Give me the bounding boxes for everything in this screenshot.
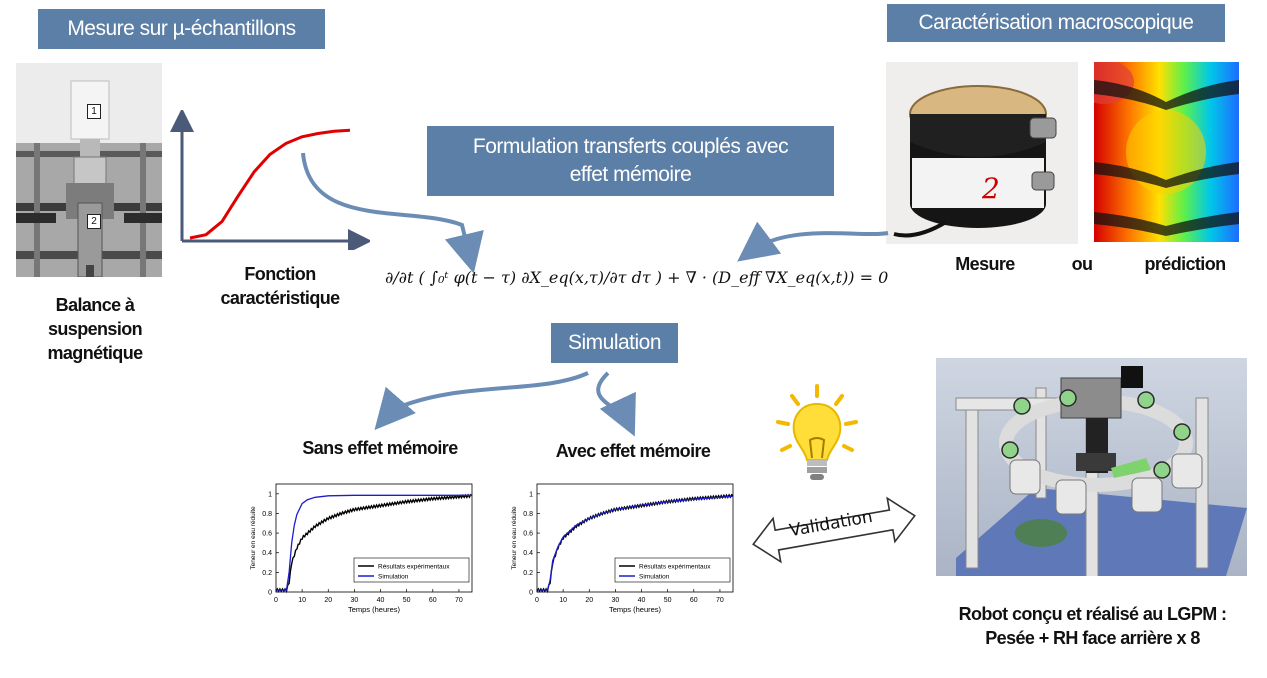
sample-label: 2 <box>982 172 1000 205</box>
x-tick-label: 0 <box>535 597 539 604</box>
validation-arrow <box>752 496 916 564</box>
series-experimental <box>275 493 473 594</box>
x-axis-label: Temps (heures) <box>348 605 401 614</box>
arrow-macro-to-equation <box>737 221 889 262</box>
robot-caption-line-2: Pesée + RH face arrière x 8 <box>985 627 1200 648</box>
robot-caption-line-1: Robot conçu et réalisé au LGPM : <box>958 604 1227 624</box>
arrow-sim-to-avec <box>596 371 636 437</box>
x-tick-label: 60 <box>690 597 698 604</box>
x-tick-label: 40 <box>377 597 385 604</box>
y-tick-label: 0.8 <box>262 511 272 518</box>
y-tick-label: 0.4 <box>262 550 272 557</box>
prediction-map <box>1074 60 1239 242</box>
plot-title-avec: Avec effet mémoire <box>555 441 711 461</box>
legend-label-experimental: Résultats expérimentaux <box>378 564 450 571</box>
x-tick-label: 30 <box>612 597 620 604</box>
fonction-caption-line-2: caractéristique <box>220 287 340 308</box>
formulation-line-1: Formulation transferts couplés avec <box>472 134 789 158</box>
banner-simulation: Simulation <box>551 323 678 363</box>
banner-macro: Caractérisation macroscopique <box>887 4 1225 42</box>
x-tick-label: 70 <box>455 597 463 604</box>
fonction-sketch <box>170 110 370 250</box>
legend-box <box>614 557 731 583</box>
fonction-caption: Fonction caractéristique <box>200 263 360 311</box>
y-tick-label: 0.2 <box>523 570 533 577</box>
fonction-curve <box>189 128 351 240</box>
y-tick-label: 0 <box>529 590 533 597</box>
banner-micro: Mesure sur µ-échantillons <box>38 9 325 49</box>
series-simulation <box>276 494 472 591</box>
balance-photo: 1 2 <box>16 63 162 278</box>
y-tick-label: 1 <box>529 491 533 498</box>
balance-caption-line-3: magnétique <box>47 342 143 363</box>
y-tick-label: 0.4 <box>523 550 533 557</box>
lightbulb-icon <box>776 384 858 480</box>
formulation-line-2: effet mémoire <box>569 163 692 186</box>
plot-title-sans: Sans effet mémoire <box>302 438 458 458</box>
robot-caption: Robot conçu et réalisé au LGPM : Pesée +… <box>925 603 1260 651</box>
balance-caption-line-1: Balance à <box>55 295 135 315</box>
x-tick-label: 40 <box>638 597 646 604</box>
x-tick-label: 20 <box>324 597 332 604</box>
y-tick-label: 0.6 <box>523 531 533 538</box>
legend-label-simulation: Simulation <box>639 574 670 581</box>
x-tick-label: 20 <box>585 597 593 604</box>
series-simulation <box>537 495 734 591</box>
x-tick-label: 30 <box>351 597 359 604</box>
x-tick-label: 60 <box>429 597 437 604</box>
x-tick-label: 10 <box>298 597 306 604</box>
x-tick-label: 70 <box>716 597 724 604</box>
y-tick-label: 1 <box>268 491 272 498</box>
x-tick-label: 50 <box>403 597 411 604</box>
x-tick-label: 0 <box>274 597 278 604</box>
balance-caption: Balance à suspension magnétique <box>20 294 170 365</box>
y-tick-label: 0.2 <box>262 570 272 577</box>
macro-caption-mesure: Mesure <box>955 254 1015 274</box>
balance-label-1: 1 <box>87 104 101 119</box>
legend-label-simulation: Simulation <box>378 574 409 581</box>
balance-label-2: 2 <box>87 214 101 229</box>
x-axis-label: Temps (heures) <box>609 605 662 614</box>
y-axis-label: Teneur en eau réduite <box>511 506 518 570</box>
macro-caption-ou: ou <box>1071 254 1093 274</box>
legend-box <box>353 557 470 583</box>
banner-formulation: Formulation transferts couplés avec effe… <box>427 126 834 196</box>
legend-label-experimental: Résultats expérimentaux <box>639 564 711 571</box>
robot-image <box>936 358 1247 579</box>
fonction-caption-line-1: Fonction <box>244 264 316 284</box>
balance-caption-line-2: suspension <box>47 318 143 339</box>
y-tick-label: 0.6 <box>262 531 272 538</box>
equation: ∂/∂t ( ∫₀ᵗ φ(t − τ) ∂X_eq(x,τ)/∂τ dτ ) +… <box>385 268 889 287</box>
arrow-sim-to-sans <box>374 371 589 431</box>
x-tick-label: 10 <box>559 597 567 604</box>
x-tick-label: 50 <box>664 597 672 604</box>
macro-caption-prediction: prédiction <box>1144 254 1226 274</box>
y-tick-label: 0 <box>268 590 272 597</box>
y-axis-label: Teneur en eau réduite <box>250 506 257 570</box>
y-tick-label: 0.8 <box>523 511 533 518</box>
sample-photo: 2 <box>886 62 1078 244</box>
